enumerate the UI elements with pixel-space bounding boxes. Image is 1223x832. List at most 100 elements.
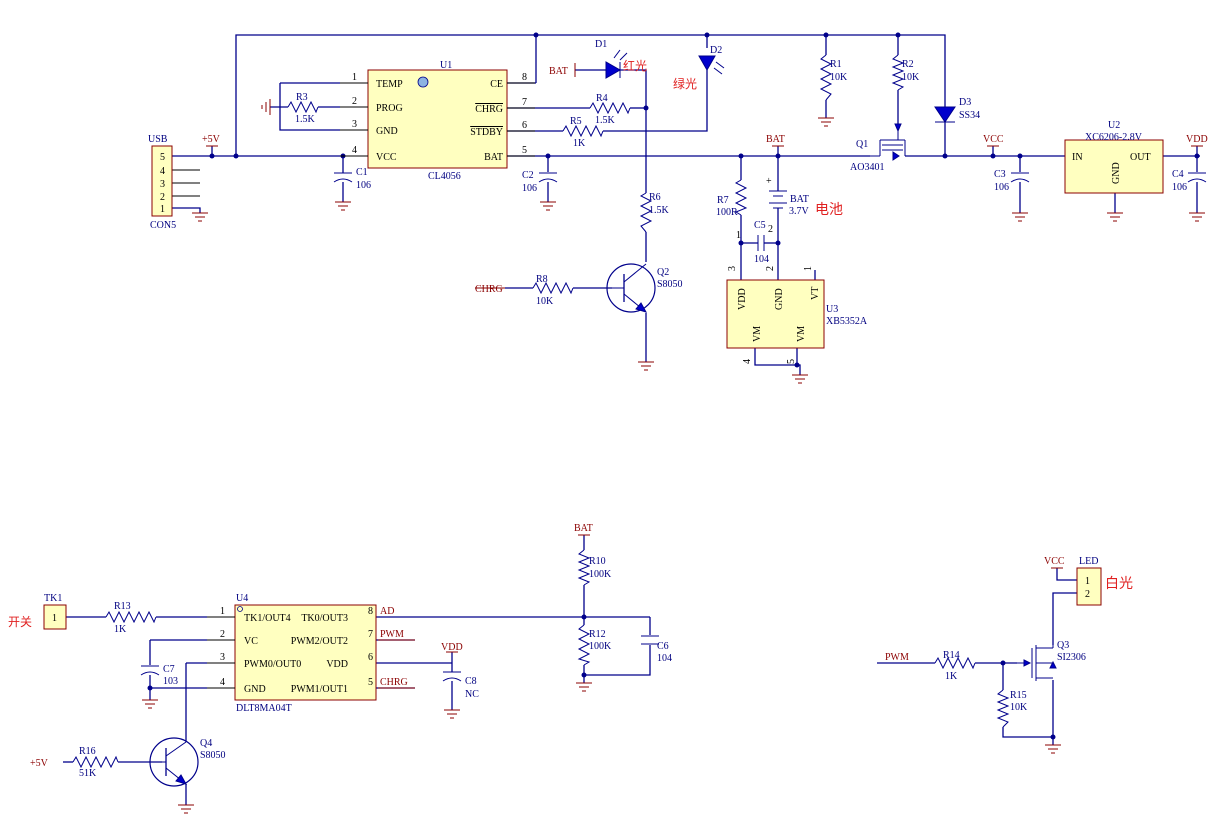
- svg-text:3.7V: 3.7V: [789, 206, 810, 217]
- svg-text:PWM: PWM: [885, 652, 909, 663]
- svg-text:XC6206-2.8V: XC6206-2.8V: [1085, 132, 1143, 143]
- led-d2: D2 绿光: [673, 45, 725, 91]
- capacitor-c1: C1 106: [333, 167, 371, 191]
- bottom-wires: [63, 535, 1077, 805]
- resistor-r7: R7 100R: [716, 179, 748, 218]
- svg-text:R7: R7: [717, 195, 729, 206]
- diode-d3: D3 SS34: [934, 95, 980, 123]
- svg-text:R13: R13: [114, 601, 131, 612]
- resistor-r1: R1 10K: [819, 54, 848, 101]
- u1-pin-num: 3: [352, 119, 357, 130]
- svg-text:VCC: VCC: [983, 134, 1004, 145]
- svg-text:BAT: BAT: [549, 66, 568, 77]
- usb-label: USB: [148, 134, 168, 145]
- svg-text:7: 7: [368, 629, 373, 640]
- svg-text:104: 104: [754, 254, 769, 265]
- svg-text:GND: GND: [244, 684, 266, 695]
- u1-pin-num: 8: [522, 72, 527, 83]
- svg-text:2: 2: [1085, 589, 1090, 600]
- svg-text:4: 4: [220, 677, 225, 688]
- svg-text:1: 1: [220, 606, 225, 617]
- svg-text:红光: 红光: [623, 58, 647, 73]
- svg-text:C3: C3: [994, 169, 1006, 180]
- resistor-r12: R12 100K: [577, 624, 612, 666]
- svg-text:BAT: BAT: [574, 523, 593, 534]
- svg-text:R12: R12: [589, 629, 606, 640]
- svg-text:2: 2: [220, 629, 225, 640]
- svg-text:10K: 10K: [1010, 702, 1028, 713]
- svg-text:Q1: Q1: [856, 139, 868, 150]
- svg-text:VDD: VDD: [1186, 134, 1208, 145]
- svg-text:100K: 100K: [589, 641, 612, 652]
- svg-text:4: 4: [742, 359, 753, 364]
- u1-pin-num: 1: [352, 72, 357, 83]
- transistor-q4: Q4 S8050: [149, 737, 226, 787]
- svg-text:GND: GND: [1111, 162, 1122, 184]
- svg-text:GND: GND: [774, 288, 785, 310]
- svg-text:R5: R5: [570, 116, 582, 127]
- svg-text:+5V: +5V: [202, 134, 221, 145]
- svg-text:TK0/OUT3: TK0/OUT3: [301, 613, 348, 624]
- svg-text:CHRG: CHRG: [380, 677, 408, 688]
- svg-text:R10: R10: [589, 556, 606, 567]
- svg-text:C5: C5: [754, 220, 766, 231]
- svg-text:+: +: [766, 176, 772, 187]
- svg-text:Q4: Q4: [200, 738, 212, 749]
- usb-pin: 2: [160, 192, 165, 203]
- resistor-r4: R4 1.5K: [589, 93, 631, 126]
- u1-pin-name: CE: [490, 79, 503, 90]
- svg-text:1.5K: 1.5K: [595, 115, 616, 126]
- svg-text:1: 1: [1085, 576, 1090, 587]
- svg-text:S8050: S8050: [200, 750, 226, 761]
- svg-text:VDD: VDD: [326, 659, 348, 670]
- u1-chip: U1 CL4056 1 2 3 4 TEMP PROG GND VCC 8 7 …: [340, 60, 535, 182]
- svg-text:C4: C4: [1172, 169, 1184, 180]
- svg-text:白光: 白光: [1105, 576, 1133, 592]
- top-wires: [172, 34, 1200, 375]
- svg-text:5: 5: [368, 677, 373, 688]
- svg-text:C7: C7: [163, 664, 175, 675]
- resistor-r14: R14 1K: [934, 650, 976, 682]
- svg-text:NC: NC: [465, 689, 479, 700]
- svg-text:Q2: Q2: [657, 267, 669, 278]
- svg-text:10K: 10K: [902, 72, 920, 83]
- svg-text:绿光: 绿光: [673, 76, 697, 91]
- svg-text:1K: 1K: [114, 624, 127, 635]
- capacitor-c5: C5 104 1 2: [736, 220, 773, 265]
- capacitor-c4: C4 106: [1172, 169, 1207, 193]
- capacitor-c6: C6 104: [641, 635, 672, 664]
- svg-text:S8050: S8050: [657, 279, 683, 290]
- svg-text:5: 5: [786, 359, 797, 364]
- svg-text:BAT: BAT: [790, 194, 809, 205]
- svg-text:6: 6: [368, 652, 373, 663]
- usb-pin: 4: [160, 166, 165, 177]
- u1-pin-name: TEMP: [376, 79, 403, 90]
- svg-text:106: 106: [994, 182, 1009, 193]
- capacitor-c8: C8 NC: [442, 671, 479, 700]
- svg-text:CHRG: CHRG: [475, 284, 503, 295]
- svg-text:R16: R16: [79, 746, 96, 757]
- net-labels-bottom: +5V AD PWM CHRG VDD BAT PWM VCC: [30, 523, 1065, 769]
- svg-text:VDD: VDD: [441, 642, 463, 653]
- svg-text:C8: C8: [465, 676, 477, 687]
- ground-symbols-top: [192, 99, 1205, 384]
- svg-text:SS34: SS34: [959, 110, 980, 121]
- transistor-q2: Q2 S8050: [606, 263, 683, 313]
- u1-pin-name: CHRG: [475, 104, 503, 115]
- svg-text:1: 1: [736, 230, 741, 241]
- junctions-bottom: [147, 614, 1056, 740]
- svg-text:2: 2: [768, 224, 773, 235]
- svg-text:AO3401: AO3401: [850, 162, 884, 173]
- u4-chip: U4 DLT8MA04T 1 2 3 4 TK1/OUT4 VC PWM0/OU…: [207, 593, 377, 714]
- svg-text:C1: C1: [356, 167, 368, 178]
- u1-pin-num: 5: [522, 145, 527, 156]
- u1-pin-name: STDBY: [470, 127, 503, 138]
- resistor-r13: R13 1K: [105, 601, 157, 635]
- svg-text:电池: 电池: [815, 202, 843, 218]
- svg-text:100R: 100R: [716, 207, 738, 218]
- u1-pin-num: 4: [352, 145, 357, 156]
- svg-text:C2: C2: [522, 170, 534, 181]
- usb-ref: CON5: [150, 220, 176, 231]
- svg-text:SI2306: SI2306: [1057, 652, 1086, 663]
